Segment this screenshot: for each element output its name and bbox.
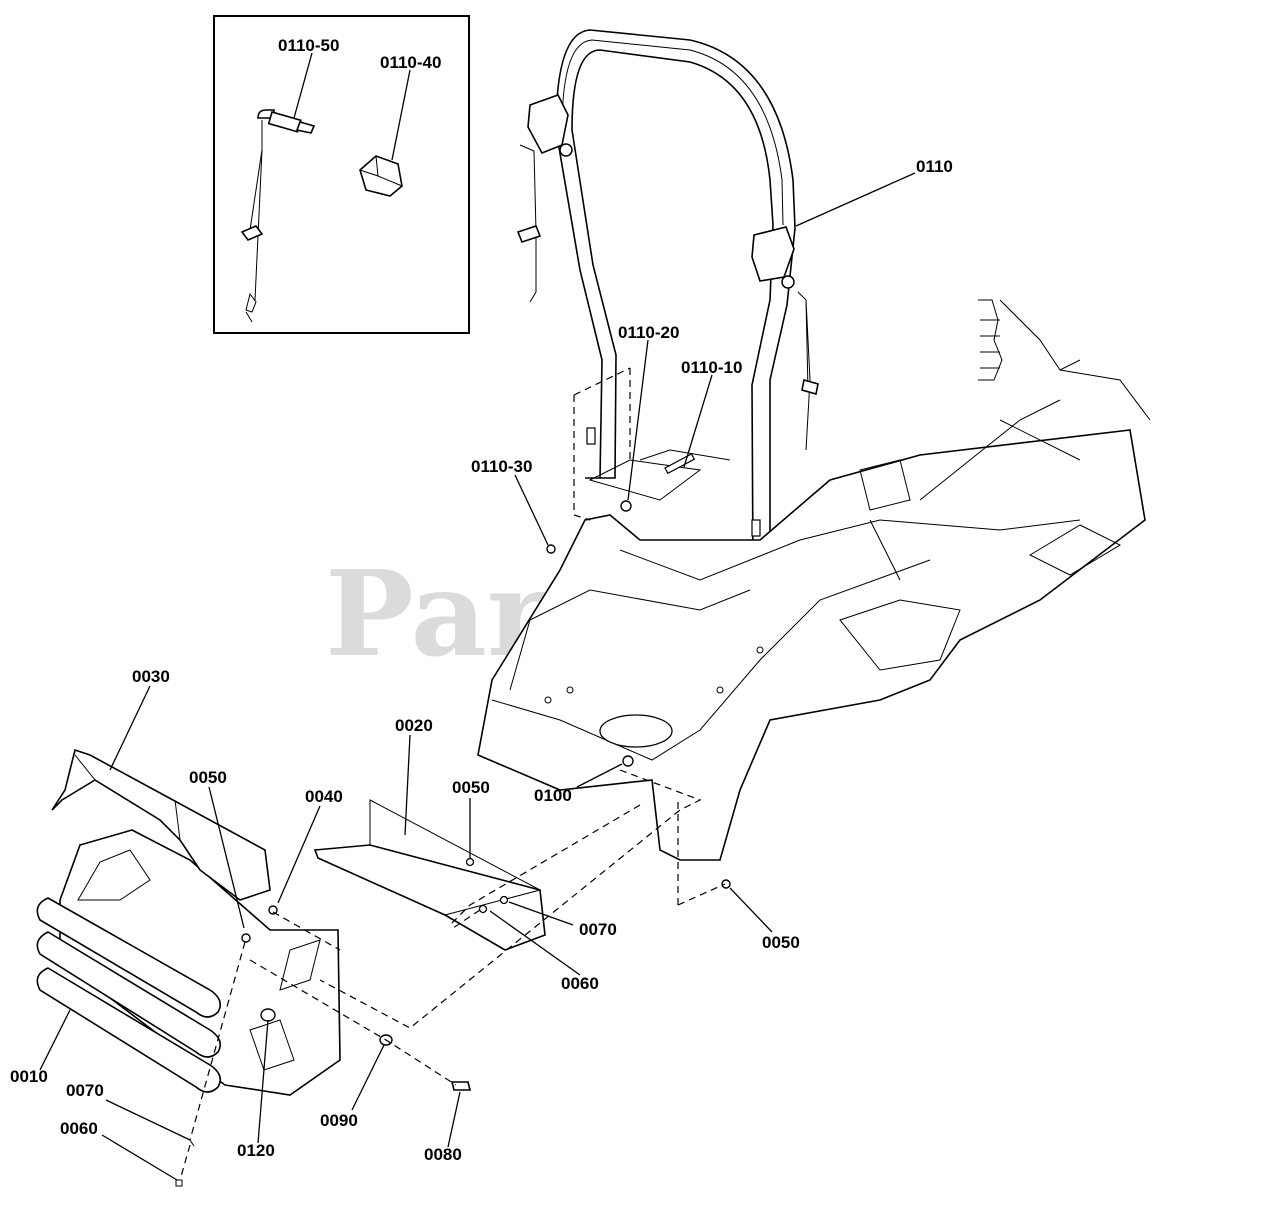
- inset-box: 0110-50 0110-40: [213, 15, 470, 334]
- label-0090: 0090: [320, 1111, 358, 1130]
- roll-bar-illustration: [516, 29, 819, 569]
- small-hardware: [175, 755, 731, 1187]
- assembly-lines: [179, 367, 726, 1181]
- label-0050-middle: 0050: [452, 778, 490, 797]
- label-0010: 0010: [10, 1067, 48, 1086]
- label-0100: 0100: [534, 786, 572, 805]
- label-0060-right: 0060: [561, 974, 599, 993]
- label-0070-right: 0070: [579, 920, 617, 939]
- label-0020: 0020: [395, 716, 433, 735]
- leader-0110-50: [293, 52, 313, 119]
- tray-illustration: [313, 799, 546, 951]
- leader-0110-40: [391, 69, 411, 161]
- label-0080: 0080: [424, 1145, 462, 1164]
- bumper-illustration: [36, 829, 341, 1096]
- leader-lines: [39, 172, 916, 1181]
- label-0110-20: 0110-20: [618, 323, 679, 342]
- base-hardware: [546, 449, 731, 554]
- label-0110-30: 0110-30: [471, 457, 532, 476]
- label-0060-left: 0060: [60, 1119, 98, 1138]
- label-0050-right: 0050: [762, 933, 800, 952]
- label-0110-10: 0110-10: [681, 358, 742, 377]
- deflector-illustration: [51, 748, 271, 901]
- label-0110: 0110: [916, 157, 953, 176]
- label-0120: 0120: [237, 1141, 275, 1160]
- label-0030: 0030: [132, 667, 170, 686]
- label-0040: 0040: [305, 787, 343, 806]
- label-0070-left: 0070: [66, 1081, 104, 1100]
- label-0050-left: 0050: [189, 768, 227, 787]
- label-0110-40: 0110-40: [380, 53, 441, 72]
- cable-pin-illustration: [240, 109, 316, 323]
- frame-illustration: [477, 299, 1151, 861]
- knob-illustration: [359, 155, 403, 197]
- label-0110-50: 0110-50: [278, 36, 339, 55]
